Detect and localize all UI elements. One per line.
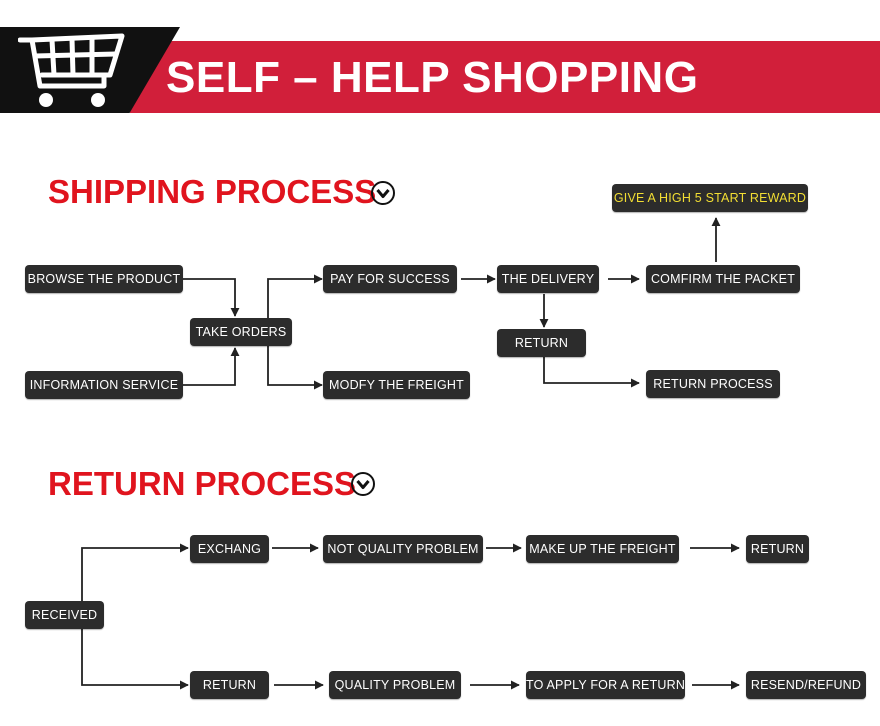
arrow-browse-to-orders [183,278,240,317]
node-exchange: EXCHANG [190,535,269,563]
arrow-info-to-orders [183,347,240,386]
node-modify-freight: MODFY THE FREIGHT [323,371,470,399]
arrow-orders-to-modify [267,346,323,390]
arrow-return-to-process [543,357,640,388]
node-information-service: INFORMATION SERVICE [25,371,183,399]
arrow-received-to-exchange [81,543,189,602]
node-return-final: RETURN [746,535,809,563]
page-title: SELF – HELP SHOPPING [166,53,699,102]
node-not-quality-problem: NOT QUALITY PROBLEM [323,535,483,563]
arrow-received-to-return [81,629,189,690]
node-received: RECEIVED [25,601,104,629]
node-high-five-reward: GIVE A HIGH 5 START REWARD [612,184,808,212]
shipping-process-title: SHIPPING PROCESS [48,173,377,210]
node-quality-problem: QUALITY PROBLEM [329,671,461,699]
node-apply-for-return: TO APPLY FOR A RETURN [526,671,685,699]
node-the-delivery: THE DELIVERY [497,265,599,293]
arrow-orders-to-pay [267,274,323,318]
banner-red-band [130,41,880,113]
chevron-down-circle-icon [371,181,395,205]
node-resend-refund: RESEND/REFUND [746,671,866,699]
node-take-orders: TAKE ORDERS [190,318,292,346]
node-browse-product: BROWSE THE PRODUCT [25,265,183,293]
shopping-cart-icon [18,33,125,107]
node-confirm-packet: COMFIRM THE PACKET [646,265,800,293]
node-pay-for-success: PAY FOR SUCCESS [323,265,457,293]
node-make-up-freight: MAKE UP THE FREIGHT [526,535,679,563]
node-return: RETURN [497,329,586,357]
node-return-branch: RETURN [190,671,269,699]
return-process-title: RETURN PROCESS [48,465,357,502]
node-return-process: RETURN PROCESS [646,370,780,398]
chevron-down-circle-icon [351,472,375,496]
